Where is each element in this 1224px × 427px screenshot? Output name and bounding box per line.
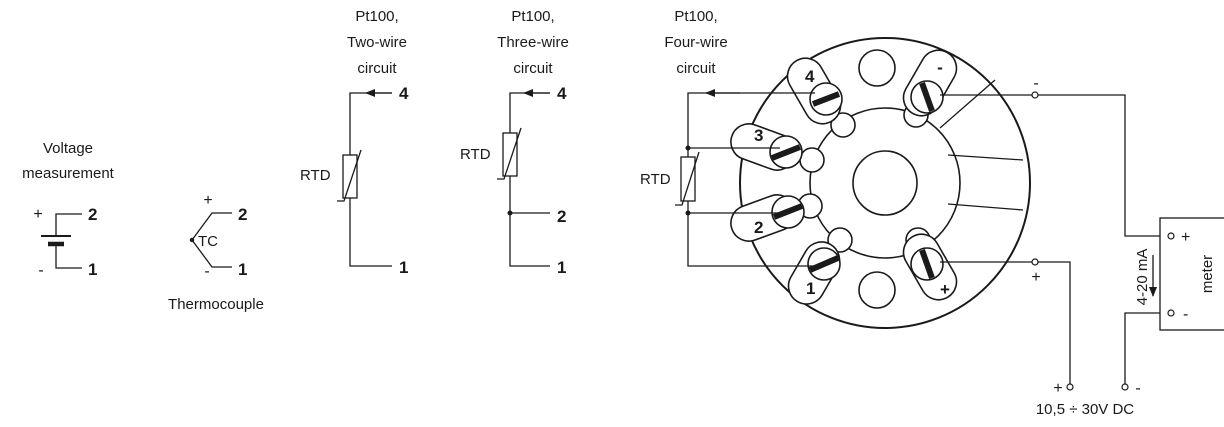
transmitter-head: 4 3 2 1 - (726, 37, 1031, 329)
two-wire-rtd-slash (337, 149, 362, 202)
three-wire-junction (507, 210, 513, 216)
thermocouple-circuit: + - TC 2 1 Thermocouple (168, 192, 264, 313)
supply-voltage-label: 10,5 ÷ 30V DC (1036, 401, 1134, 418)
three-wire-rtd-resistor (502, 132, 518, 177)
screw-3-label: 3 (754, 126, 763, 145)
terminal-screw-1[interactable]: 1 (782, 235, 846, 310)
terminal-screw-4[interactable]: 4 (781, 52, 847, 131)
pt100-three-wire-circuit: Pt100, Three-wire circuit RTD 4 2 1 (460, 8, 569, 277)
meter-label: meter (1199, 255, 1216, 293)
four-wire-wiring (675, 89, 815, 267)
terminal-screw-minus[interactable]: - (897, 44, 963, 123)
three-wire-pin-1: 1 (557, 258, 566, 277)
three-wire-title-line1: Pt100, (511, 8, 554, 25)
supply-minus-terminal (1121, 383, 1129, 391)
two-wire-title-line1: Pt100, (355, 8, 398, 25)
output-plus-terminal (1031, 258, 1039, 266)
meter-plus-terminal (1167, 232, 1175, 240)
screw-1-label: 1 (806, 279, 815, 298)
supply-minus-sign: - (1135, 380, 1140, 397)
two-wire-pin-1: 1 (399, 258, 408, 277)
voltage-plus-sign: + (33, 206, 42, 223)
three-wire-title-line2: Three-wire (497, 34, 569, 51)
thermocouple-caption: Thermocouple (168, 296, 264, 313)
voltage-wire-bottom (55, 244, 82, 269)
thermocouple-pin-2: 2 (238, 205, 247, 224)
meter-minus-sign: - (1183, 306, 1188, 323)
voltage-title-line2: measurement (22, 165, 115, 182)
transmitter-slot-line-2 (947, 154, 1024, 161)
four-wire-rtd-slash (675, 151, 700, 206)
transmitter-center-hole (852, 150, 918, 216)
current-label: 4-20 mA (1134, 249, 1151, 306)
four-wire-title-line2: Four-wire (664, 34, 727, 51)
supply-plus-sign: + (1053, 380, 1062, 397)
meter-plus-wire (1038, 94, 1168, 237)
pt100-two-wire-circuit: Pt100, Two-wire circuit RTD 4 1 (300, 8, 409, 277)
transmitter-top-mount-hole (858, 49, 896, 87)
output-loop: - + 4-20 mA (940, 75, 1168, 391)
screw-plus-label: + (940, 280, 950, 299)
meter-box: + - meter (1159, 217, 1224, 331)
terminal-screw-plus[interactable]: + (897, 228, 963, 307)
four-wire-rtd-resistor (680, 156, 696, 202)
voltage-pin-2: 2 (88, 205, 97, 224)
three-wire-bottom-lead (509, 176, 550, 267)
three-wire-pin-4: 4 (557, 84, 567, 103)
four-wire-rtd-label: RTD (640, 171, 671, 188)
voltage-pin-1: 1 (88, 260, 97, 279)
four-wire-title-line1: Pt100, (674, 8, 717, 25)
transmitter-bottom-mount-hole (858, 271, 896, 309)
three-wire-rtd-slash (497, 127, 522, 180)
output-plus-sign: + (1031, 269, 1040, 286)
thermocouple-plus-sign: + (203, 192, 212, 209)
two-wire-rtd-label: RTD (300, 167, 331, 184)
power-supply: + - 10,5 ÷ 30V DC (1036, 380, 1141, 418)
three-wire-top-lead (509, 92, 550, 133)
two-wire-pin-4: 4 (399, 84, 409, 103)
screw-2-label: 2 (754, 218, 763, 237)
supply-plus-terminal (1066, 383, 1074, 391)
screw-4-label: 4 (805, 67, 815, 86)
two-wire-title-line2: Two-wire (347, 34, 407, 51)
output-minus-terminal (1031, 91, 1039, 99)
two-wire-rtd-resistor (342, 154, 358, 199)
voltage-wire-top (55, 213, 82, 236)
three-wire-rtd-label: RTD (460, 146, 491, 163)
two-wire-top-lead (349, 92, 392, 155)
three-wire-pin-2: 2 (557, 207, 566, 226)
voltage-measurement-circuit: Voltage measurement + - 2 1 (22, 140, 115, 279)
transmitter-slot-line-1 (939, 79, 996, 129)
output-minus-sign: - (1033, 75, 1038, 92)
voltage-minus-sign: - (38, 262, 43, 279)
three-wire-title-line3: circuit (513, 60, 553, 77)
supply-minus-wire (1124, 312, 1168, 384)
thermocouple-junction (189, 237, 195, 243)
two-wire-title-line3: circuit (357, 60, 397, 77)
thermocouple-pin-1: 1 (238, 260, 247, 279)
terminal-screw-3[interactable]: 3 (726, 119, 803, 175)
transmitter-slot-line-3 (947, 203, 1024, 211)
meter-minus-terminal (1167, 309, 1175, 317)
pt100-four-wire-circuit: Pt100, Four-wire circuit RTD (640, 8, 728, 188)
thermocouple-minus-sign: - (204, 263, 209, 280)
two-wire-bottom-lead (349, 198, 392, 267)
meter-plus-sign: + (1181, 229, 1190, 246)
supply-plus-wire (1038, 261, 1071, 384)
screw-minus-label: - (937, 58, 943, 77)
voltage-title-line1: Voltage (43, 140, 93, 157)
terminal-screw-2[interactable]: 2 (726, 190, 805, 246)
four-wire-title-line3: circuit (676, 60, 716, 77)
thermocouple-symbol: TC (198, 233, 218, 250)
